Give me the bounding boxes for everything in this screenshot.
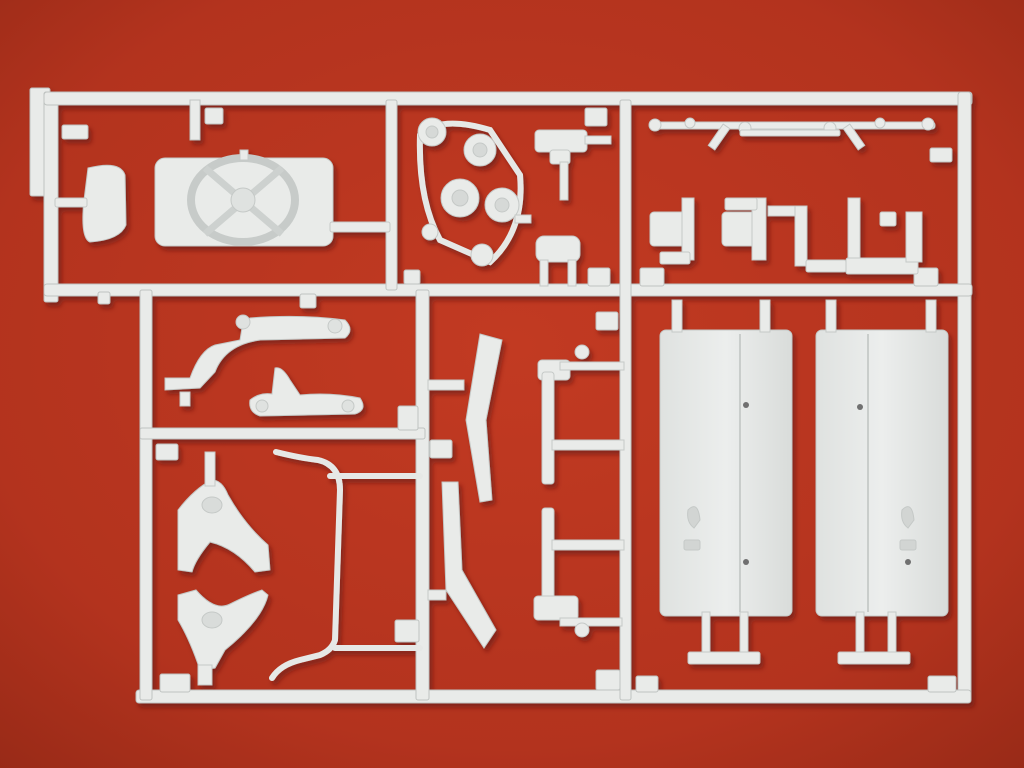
exhaust-headers [164, 314, 364, 417]
sway-bar [269, 449, 423, 681]
floor-pan-left [659, 299, 793, 665]
control-arm-lower [177, 589, 269, 686]
control-arm-upper [177, 451, 271, 573]
radiator-fan-shroud [154, 149, 391, 247]
pump-part [535, 235, 581, 287]
frame [29, 87, 973, 704]
floor-pan-right [815, 299, 949, 665]
seat-part [54, 164, 127, 243]
seat-frames [649, 197, 923, 275]
wiper-linkage [648, 117, 936, 151]
suspension-links [533, 344, 625, 638]
trailing-arms [427, 333, 503, 649]
engine-belt-pulleys [416, 117, 532, 267]
alternator-bracket [534, 129, 612, 201]
